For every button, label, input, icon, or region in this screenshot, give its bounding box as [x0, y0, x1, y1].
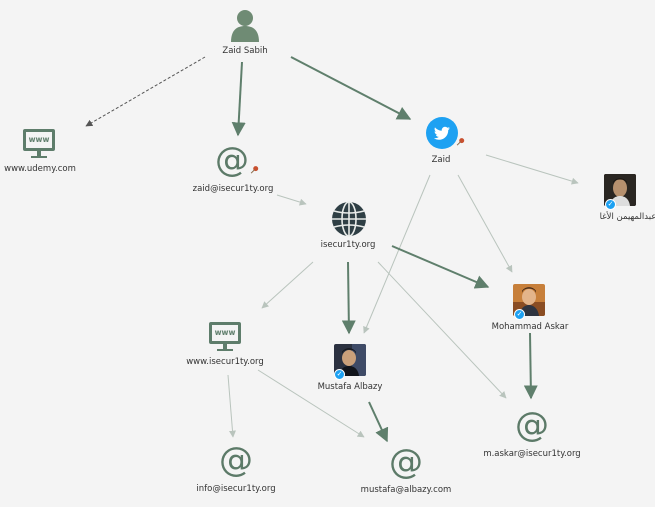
node-label: zaid@isecur1ty.org — [192, 184, 274, 194]
email-icon: @ — [515, 405, 549, 445]
avatar — [334, 344, 366, 376]
email-icon: @ — [389, 442, 423, 482]
node-label: Mohammad Askar — [491, 322, 569, 332]
node-label: www.isecur1ty.org — [186, 357, 264, 367]
globe-icon — [332, 201, 366, 237]
monitor-base — [31, 156, 47, 158]
website-icon: www — [209, 322, 241, 344]
monitor-stand — [223, 344, 227, 349]
edge-mohammad-email-askar[interactable] — [523, 332, 538, 400]
twitter-icon — [426, 117, 458, 149]
twitter-badge-icon: ✓ — [605, 199, 616, 210]
portrait-image — [334, 344, 366, 376]
node-label: mustafa@albazy.com — [360, 485, 452, 495]
person-icon — [231, 10, 259, 42]
edge-email-zaid-domain[interactable] — [276, 194, 307, 206]
email-icon: @ — [215, 140, 249, 180]
edge-domain-email-askar[interactable] — [377, 261, 507, 399]
email-icon: @ — [219, 440, 253, 480]
edge-domain-mustafa[interactable] — [341, 261, 356, 335]
twitter-badge-icon: ✓ — [514, 309, 525, 320]
edge-twitter-mustafa[interactable] — [363, 174, 431, 334]
edge-person-udemy[interactable] — [85, 56, 206, 127]
twitter-badge-icon: ✓ — [334, 369, 345, 380]
edge-person-email-zaid[interactable] — [231, 61, 246, 137]
node-label: عبدالمهيمن الأغا — [599, 212, 655, 222]
monitor-base — [217, 349, 233, 351]
node-label: Zaid Sabih — [222, 46, 268, 56]
node-label: Mustafa Albazy — [317, 382, 383, 392]
node-label: m.askar@isecur1ty.org — [483, 449, 581, 459]
edge-site-email-info[interactable] — [227, 374, 236, 438]
monitor-stand — [37, 151, 41, 156]
edge-domain-mohammad[interactable] — [391, 245, 490, 289]
edge-twitter-mohammad[interactable] — [457, 174, 513, 273]
node-label: Zaid — [431, 155, 451, 165]
node-label: info@isecur1ty.org — [196, 484, 276, 494]
edge-mustafa-email-mustafa[interactable] — [368, 401, 389, 443]
edge-site-email-mustafa[interactable] — [257, 369, 365, 438]
node-label: www.udemy.com — [4, 164, 76, 174]
edge-twitter-arabic[interactable] — [485, 154, 579, 185]
edge-domain-site[interactable] — [261, 261, 314, 309]
node-label: isecur1ty.org — [320, 240, 376, 250]
edge-person-twitter[interactable] — [290, 56, 412, 120]
website-icon: www — [23, 129, 55, 151]
